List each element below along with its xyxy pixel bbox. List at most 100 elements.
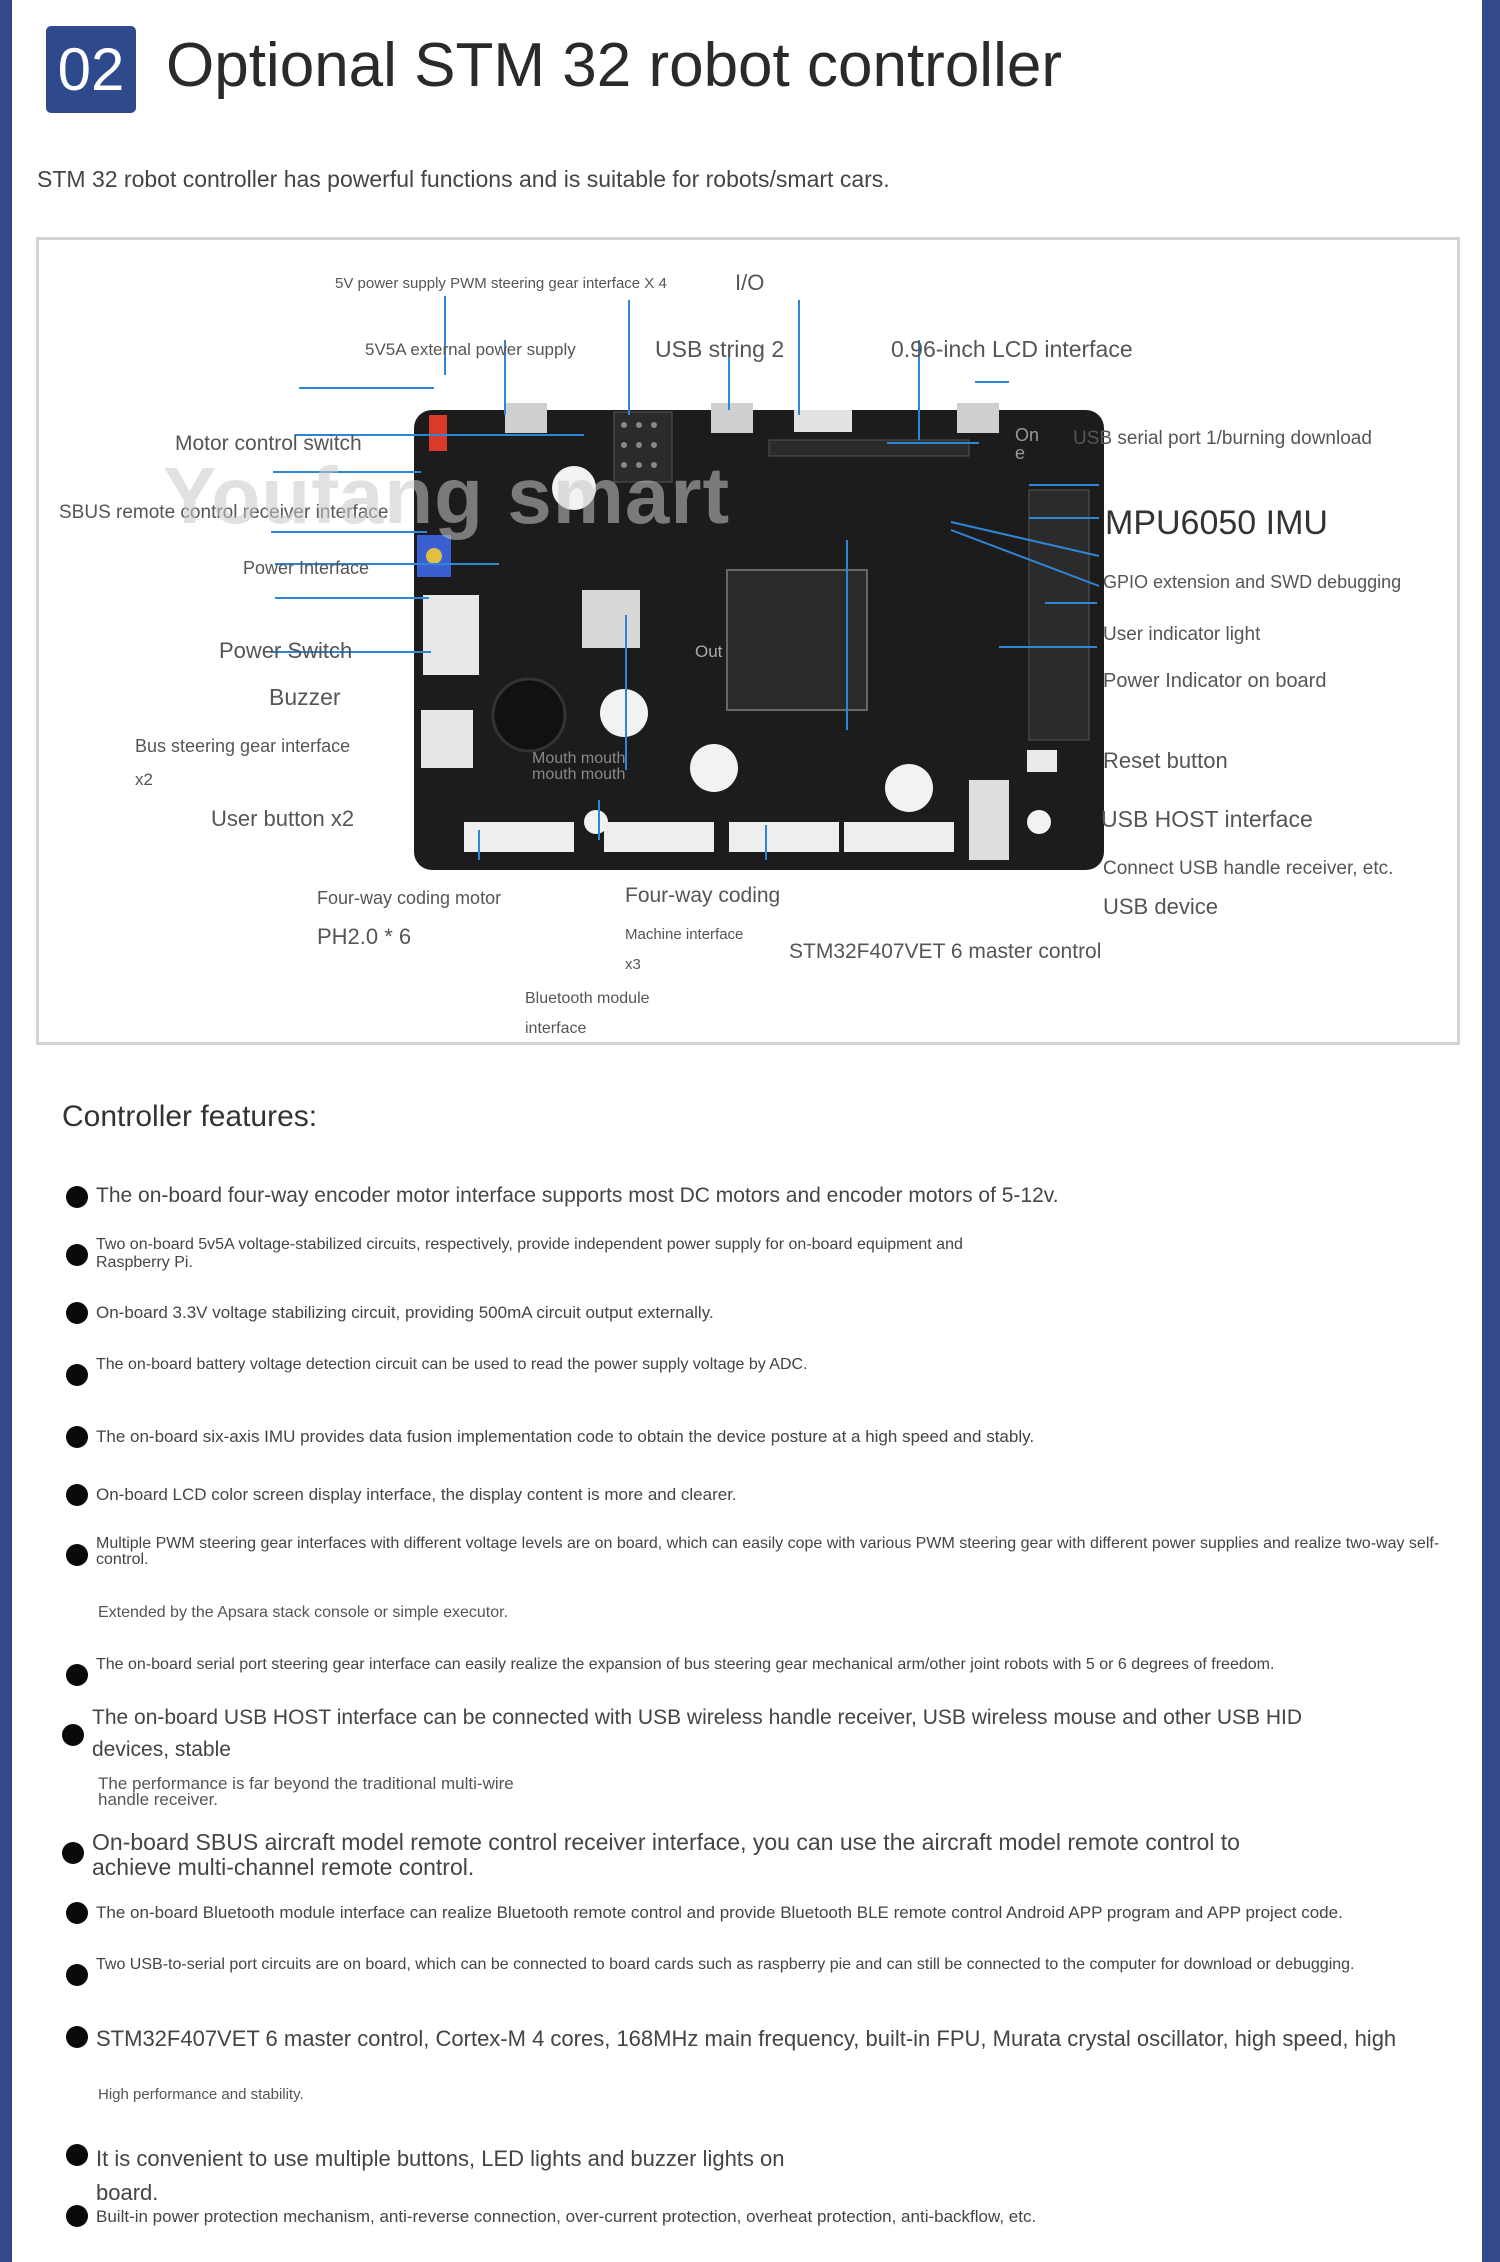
feature-text: Two on-board 5v5A voltage-stabilized cir… [96,1236,963,1271]
page-title: Optional STM 32 robot controller [166,31,1062,100]
bullet-icon [66,1902,88,1924]
usb-host-port [969,780,1009,860]
label-power-switch: Power Switch [219,638,353,663]
reset-button [1027,750,1057,772]
board-diagram: 5V power supply PWM steering gear interf… [36,237,1460,1045]
feature-text: It is convenient to use multiple buttons… [96,2146,785,2205]
label-gpio: GPIO extension and SWD debugging [1103,572,1402,592]
page: 02 Optional STM 32 robot controller STM … [12,0,1482,2262]
label-usb-string-2: USB string 2 [655,336,785,362]
encoder-connector [464,822,574,852]
label-reset-button: Reset button [1103,748,1228,773]
label-usb-device: USB device [1103,894,1218,919]
bullet-icon [66,1364,88,1386]
watermark: Youfang smart [163,451,731,540]
stm32-chip [726,569,868,711]
label-lcd-interface: 0.96-inch LCD interface [891,336,1133,362]
board-illustration [271,296,1104,870]
pin-headers [613,411,1090,741]
mounting-hole [690,744,738,792]
label-machine-interface: Machine interface [625,926,744,943]
feature-note: The performance is far beyond the tradit… [98,1774,514,1809]
label-motor-switch: Motor control switch [175,432,362,455]
feature-text: Two USB-to-serial port circuits are on b… [96,1956,1355,1973]
bullet-icon [66,1964,88,1986]
bullet-icon [66,1244,88,1266]
label-io: I/O [735,270,765,295]
label-out: Out [695,642,723,661]
leader-lines [271,296,1100,860]
label-one: On e [1015,425,1040,463]
label-ext-power: 5V5A external power supply [365,340,576,359]
mounting-hole [600,689,648,737]
label-mpu6050: MPU6050 IMU [1105,504,1328,542]
usb-c-port-serial2 [711,403,753,433]
encoder-connector [729,822,839,852]
motor-switch [429,415,447,451]
label-user-button: User button x2 [211,806,355,831]
label-bus-servo-x2: x2 [135,770,153,789]
label-bluetooth: Bluetooth module [525,990,650,1007]
label-four-way-coding: Four-way coding [625,884,781,907]
label-power-interface: Power Interface [243,558,370,578]
pin-dots [621,422,657,468]
bullet-icon [66,1544,88,1566]
usb-c-port-serial1 [957,403,999,433]
label-pwm-5v: 5V power supply PWM steering gear interf… [335,275,667,292]
mounting-hole [1027,810,1051,834]
bullet-icon [66,2144,88,2166]
feature-text: The on-board six-axis IMU provides data … [96,1427,1035,1446]
label-bluetooth-interface: interface [525,1020,587,1037]
label-power-indicator: Power Indicator on board [1103,670,1327,692]
feature-text: On-board SBUS aircraft model remote cont… [92,1829,1240,1880]
label-master-control: STM32F407VET 6 master control [789,940,1102,963]
feature-text: Multiple PWM steering gear interfaces wi… [96,1535,1440,1568]
encoder-connector [604,822,714,852]
usb-c-port-power [505,403,547,433]
power-switch [423,595,479,675]
label-coding-motor: Four-way coding motor [317,888,502,908]
feature-text: On-board 3.3V voltage stabilizing circui… [96,1303,714,1322]
bullet-icon [62,1724,84,1746]
feature-text: On-board LCD color screen display interf… [96,1485,737,1504]
feature-text: The on-board four-way encoder motor inte… [96,1184,1059,1207]
mounting-hole [885,764,933,812]
feature-note: High performance and stability. [98,2086,304,2103]
lcd-connector [794,410,852,432]
mounting-hole [584,810,608,834]
feature-text: The on-board Bluetooth module interface … [96,1903,1343,1922]
bullet-icon [66,1664,88,1686]
label-usb-host-sub: Connect USB handle receiver, etc. [1103,858,1394,879]
label-usb-serial-1: USB serial port 1/burning download [1073,428,1372,449]
label-user-led: User indicator light [1103,624,1261,645]
page-subtitle: STM 32 robot controller has powerful fun… [37,166,890,192]
label-mouth-2: mouth mouth [532,766,626,783]
buzzer [491,677,567,753]
bus-servo-connector [421,710,473,768]
encoder-connector [844,822,954,852]
section-number-badge: 02 [46,26,136,113]
label-usb-host: USB HOST interface [1101,806,1313,832]
mounting-hole [552,466,596,510]
bullet-icon [66,1426,88,1448]
label-buzzer: Buzzer [269,684,341,710]
label-bus-servo: Bus steering gear interface [135,736,351,756]
bullet-icon [66,2026,88,2048]
bullet-icon [66,1484,88,1506]
feature-text: The on-board serial port steering gear i… [96,1656,1275,1673]
label-sbus: SBUS remote control receiver interface [59,502,389,523]
bullet-icon [66,1302,88,1324]
features-heading: Controller features: [62,1100,318,1133]
label-machine-x3: x3 [625,956,641,973]
feature-text: The on-board USB HOST interface can be c… [92,1706,1303,1761]
bullet-icon [66,2205,88,2227]
label-mouth: Mouth mouth [532,750,626,767]
bullet-icon [62,1842,84,1864]
feature-note: Extended by the Apsara stack console or … [98,1604,509,1621]
feature-text: Built-in power protection mechanism, ant… [96,2207,1037,2226]
inductor [582,590,640,648]
label-ph20: PH2.0 * 6 [317,924,412,949]
feature-text: STM32F407VET 6 master control, Cortex-M … [96,2026,1397,2051]
feature-text: The on-board battery voltage detection c… [96,1356,808,1373]
bullet-icon [66,1186,88,1208]
